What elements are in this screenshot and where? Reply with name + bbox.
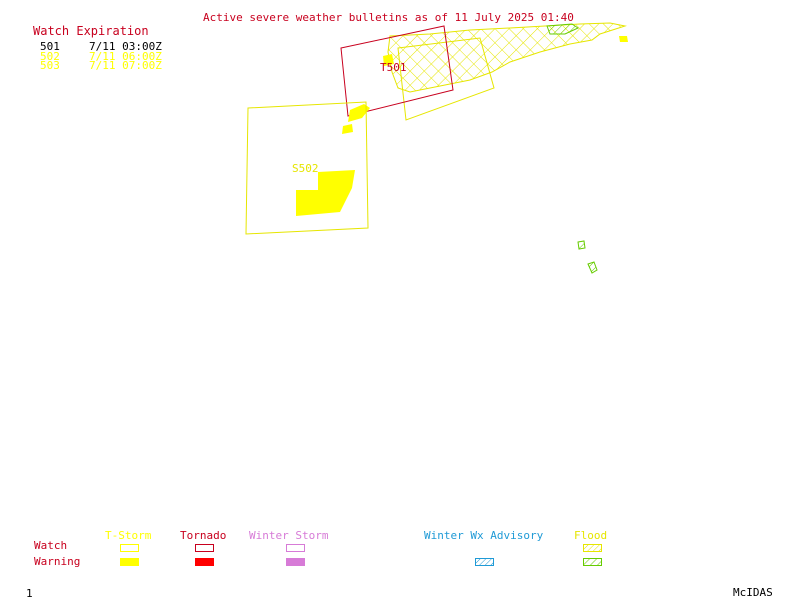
legend-tornado-warning-swatch <box>195 558 214 566</box>
brand-label: McIDAS <box>733 586 773 599</box>
watch-id: 502 <box>40 50 60 63</box>
legend-tstorm-watch-swatch <box>120 544 139 552</box>
storm-watch-502-outline <box>245 101 369 235</box>
legend-winter-storm-watch-swatch <box>286 544 305 552</box>
watch-id: 501 <box>40 40 60 53</box>
legend-winter-advisory-warning-swatch <box>475 558 494 566</box>
storm-warning-area-2 <box>348 104 370 122</box>
flood-warning-area-small-2 <box>587 261 598 274</box>
storm-warning-area-1 <box>383 54 394 66</box>
legend-flood-label: Flood <box>574 529 608 542</box>
legend-winter-storm-warning-swatch <box>286 558 305 566</box>
flood-warning-area <box>546 23 580 35</box>
storm-warning-area-4 <box>619 36 628 42</box>
bulletin-title: Active severe weather bulletins as of 11… <box>203 11 574 24</box>
flood-watch-area <box>387 22 627 93</box>
legend-tornado-watch-swatch <box>195 544 214 552</box>
legend-tornado-label: Tornado <box>180 529 227 542</box>
legend-tstorm-label: T-Storm <box>105 529 152 542</box>
flood-warning-area-small <box>577 240 586 250</box>
tornado-watch-501-outline <box>340 25 454 117</box>
watch-expiration: 7/11 03:00Z <box>89 40 162 53</box>
frame-number: 1 <box>26 587 33 600</box>
watch-table-header: Watch Expiration <box>33 24 149 38</box>
storm-warning-area-3 <box>342 124 353 134</box>
watch-id: 503 <box>40 59 60 72</box>
legend-row-watch: Watch <box>34 539 68 552</box>
legend-tstorm-warning-swatch <box>120 558 139 566</box>
storm-warning-area-5 <box>296 170 355 216</box>
watch-expiration: 7/11 07:00Z <box>89 59 162 72</box>
storm-watch-503-outline <box>397 37 495 121</box>
tornado-watch-label: T501 <box>380 61 407 74</box>
watch-expiration: 7/11 06:00Z <box>89 50 162 63</box>
legend-row-warning: Warning <box>34 555 81 568</box>
legend-winter-advisory-label: Winter Wx Advisory <box>424 529 544 542</box>
storm-watch-label: S502 <box>292 162 319 175</box>
legend-flood-warning-swatch <box>583 558 602 566</box>
legend-flood-watch-swatch <box>583 544 602 552</box>
legend-winter-storm-label: Winter Storm <box>249 529 329 542</box>
